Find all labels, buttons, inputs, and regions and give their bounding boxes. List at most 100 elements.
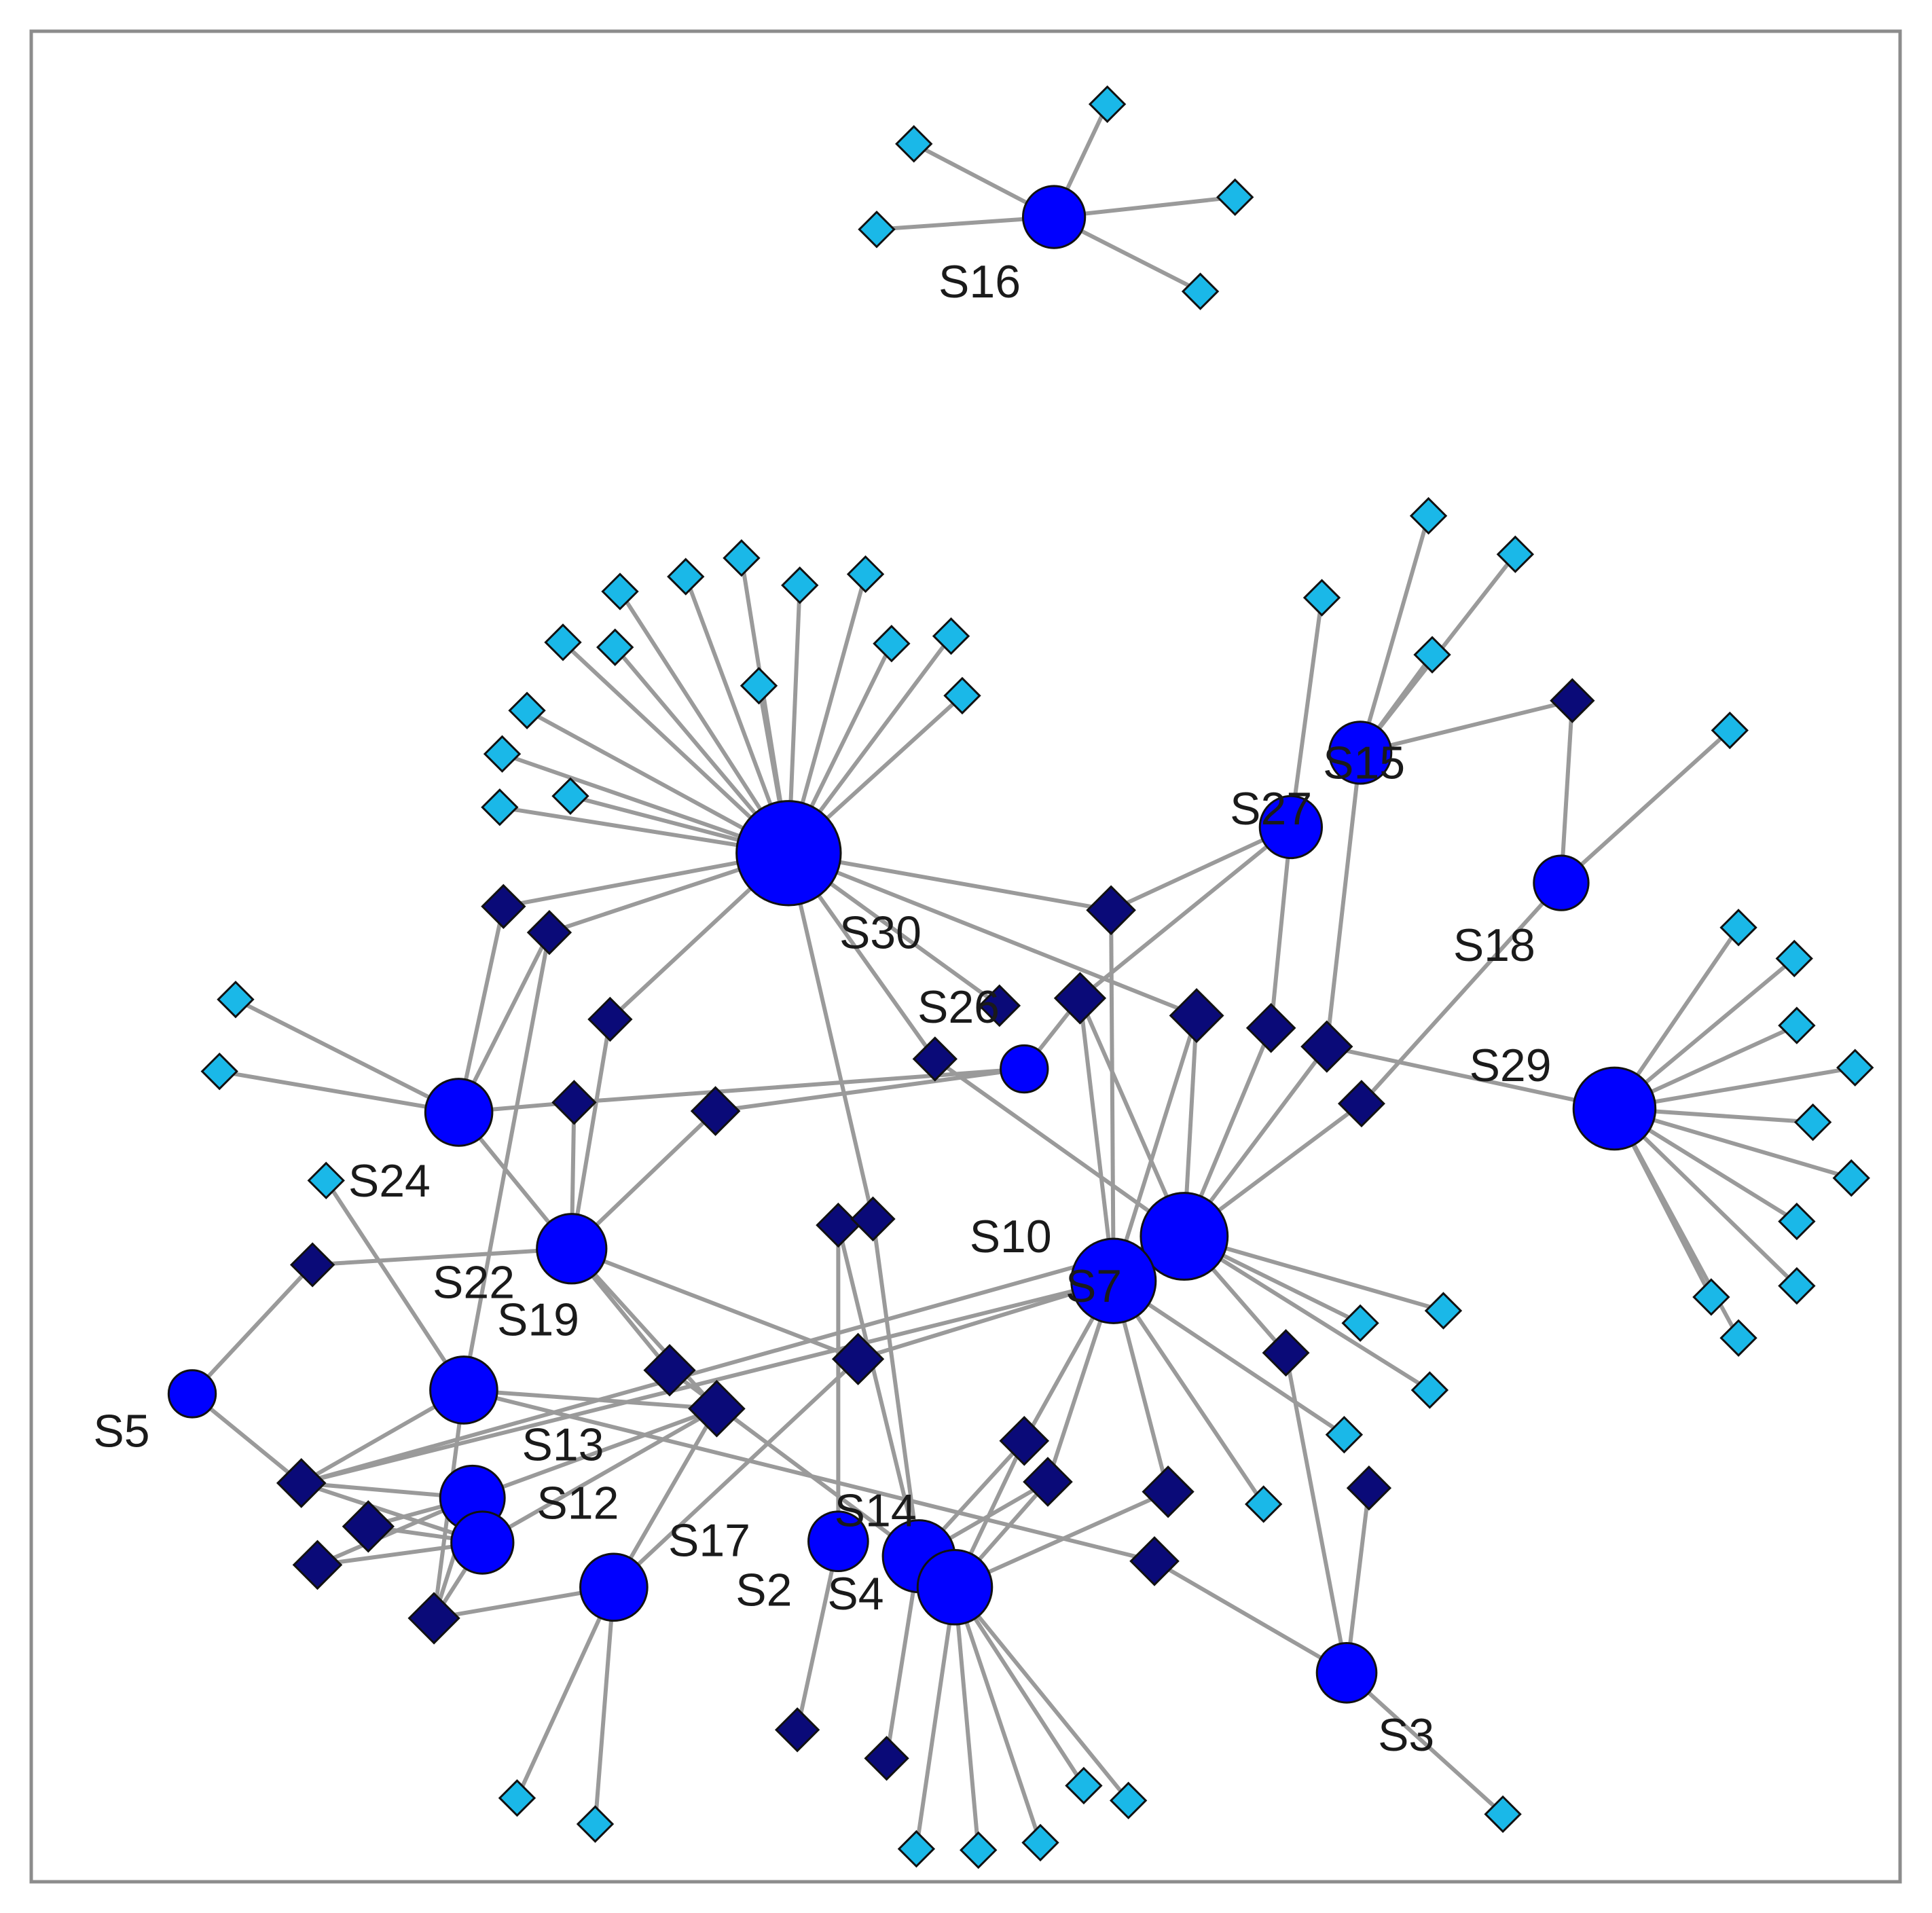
unique-otu-node-50 xyxy=(1484,1795,1522,1834)
shared-otu-node-81 xyxy=(774,1707,820,1753)
sample-label-s22: S22 xyxy=(433,1257,515,1309)
unique-otu-node-45 xyxy=(1065,1766,1103,1805)
edge-S26-63 xyxy=(574,1067,1025,1105)
edge-S26-64 xyxy=(715,1067,1025,1114)
edge-S12-70 xyxy=(481,1406,718,1545)
edge-S30-66 xyxy=(786,852,875,1220)
edge-S27-59 xyxy=(1269,826,1293,1029)
edge-S3-75 xyxy=(1345,1487,1371,1673)
sample-label-s16: S16 xyxy=(938,256,1021,308)
unique-otu-node-1 xyxy=(895,125,933,163)
edge-S15-51 xyxy=(1360,698,1573,755)
shared-otu-node-52 xyxy=(481,883,526,929)
shared-otu-node-80 xyxy=(407,1592,460,1645)
edge-S4-46 xyxy=(953,1586,1130,1802)
unique-otu-node-18 xyxy=(551,777,589,815)
shared-otu-node-55 xyxy=(587,996,633,1042)
shared-otu-node-61 xyxy=(912,1036,958,1082)
unique-otu-node-9 xyxy=(846,555,885,594)
edge-S17-44 xyxy=(593,1587,616,1825)
unique-otu-node-42 xyxy=(1245,1485,1283,1523)
shared-otu-node-71 xyxy=(1262,1329,1310,1377)
shared-otu-node-59 xyxy=(1245,1002,1296,1053)
unique-otu-node-2 xyxy=(1216,178,1254,217)
sample-node-s24 xyxy=(424,1078,494,1147)
edge-S18-62 xyxy=(1360,881,1563,1106)
edge-S7-57 xyxy=(1078,998,1116,1281)
edge-S7-41 xyxy=(1112,1279,1346,1437)
unique-otu-node-4 xyxy=(1181,272,1220,310)
sample-node-s19 xyxy=(429,1355,498,1425)
edge-S7-54 xyxy=(1109,910,1116,1281)
sample-node-s18 xyxy=(1533,854,1590,911)
unique-otu-node-16 xyxy=(508,691,546,729)
sample-node-s10 xyxy=(1140,1192,1229,1281)
unique-otu-node-48 xyxy=(960,1831,998,1870)
edge-S13-70 xyxy=(471,1406,718,1500)
shared-otu-node-75 xyxy=(1346,1465,1392,1511)
shared-otu-node-68 xyxy=(831,1332,885,1385)
sample-node-s4 xyxy=(916,1549,994,1626)
shared-otu-node-69 xyxy=(643,1344,696,1397)
unique-otu-node-10 xyxy=(544,623,582,661)
edge-S29-32 xyxy=(1613,1107,1798,1288)
unique-otu-node-29 xyxy=(1793,1103,1832,1142)
sample-label-s14: S14 xyxy=(835,1485,917,1537)
sample-node-s7 xyxy=(1070,1237,1157,1324)
otu-nodes xyxy=(200,85,1874,1870)
sample-label-s26: S26 xyxy=(917,981,1000,1033)
edge-S10-61 xyxy=(934,1057,1186,1238)
unique-otu-node-17 xyxy=(483,735,522,773)
sample-label-s18: S18 xyxy=(1453,919,1535,971)
shared-otu-node-78 xyxy=(292,1539,343,1590)
edge-S10-40 xyxy=(1183,1234,1431,1392)
shared-otu-node-62 xyxy=(1337,1080,1385,1128)
edge-S15-60 xyxy=(1324,752,1363,1047)
edge-S22-70 xyxy=(570,1247,718,1410)
sample-label-s17: S17 xyxy=(668,1514,750,1566)
sample-label-s30: S30 xyxy=(839,907,922,959)
edge-S7-58 xyxy=(1111,1015,1199,1282)
edge-S27-54 xyxy=(1110,825,1292,913)
sample-node-s17 xyxy=(579,1552,649,1622)
edge-S18-51 xyxy=(1559,700,1575,883)
edge-S7-42 xyxy=(1112,1279,1266,1506)
shared-otu-node-70 xyxy=(688,1380,746,1438)
edge-S22-67 xyxy=(312,1246,572,1267)
edge-S5-67 xyxy=(190,1263,314,1396)
shared-otu-node-67 xyxy=(289,1242,335,1288)
sample-label-s29: S29 xyxy=(1470,1040,1552,1091)
edge-S3-71 xyxy=(1283,1352,1349,1673)
unique-otu-node-46 xyxy=(1109,1781,1148,1820)
sample-node-s22 xyxy=(536,1213,608,1285)
edge-S2-81 xyxy=(795,1541,841,1730)
sample-label-s3: S3 xyxy=(1378,1709,1434,1761)
edge-S4-48 xyxy=(953,1587,981,1851)
sample-label-s2: S2 xyxy=(735,1564,792,1616)
unique-otu-node-32 xyxy=(1778,1267,1816,1305)
unique-otu-node-40 xyxy=(1410,1371,1449,1409)
sample-label-s12: S12 xyxy=(536,1478,619,1529)
sample-node-s3 xyxy=(1315,1641,1378,1704)
sample-node-s2 xyxy=(807,1510,869,1573)
sample-node-s5 xyxy=(167,1369,217,1419)
unique-otu-node-47 xyxy=(897,1829,936,1868)
unique-otu-node-7 xyxy=(723,539,761,577)
shared-otu-node-72 xyxy=(999,1415,1050,1466)
unique-otu-node-22 xyxy=(1302,579,1341,617)
unique-otu-node-33 xyxy=(1692,1278,1730,1316)
shared-otu-node-76 xyxy=(276,1458,327,1508)
sample-label-s13: S13 xyxy=(522,1419,604,1471)
edge-S24-35 xyxy=(234,998,460,1114)
edge-S19-37 xyxy=(324,1179,466,1391)
unique-otu-node-30 xyxy=(1832,1159,1870,1197)
edge-S29-60 xyxy=(1326,1044,1616,1111)
sample-label-s7: S7 xyxy=(1065,1260,1122,1312)
unique-otu-node-13 xyxy=(932,617,970,655)
unique-otu-node-37 xyxy=(307,1161,345,1200)
sample-node-s26 xyxy=(1000,1044,1049,1094)
edge-S17-68 xyxy=(612,1358,860,1589)
edge-S24-52 xyxy=(456,906,506,1113)
edge-S27-22 xyxy=(1288,597,1324,828)
